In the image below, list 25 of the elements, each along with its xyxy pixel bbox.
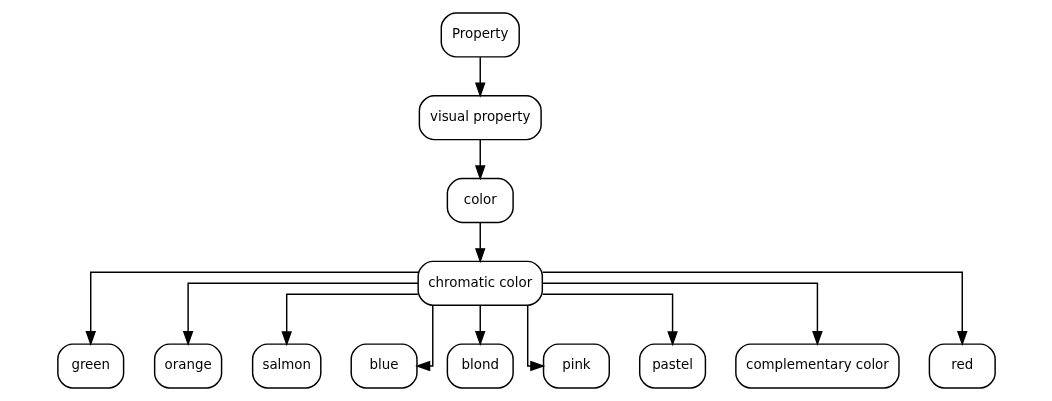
node-box: orange xyxy=(153,343,222,389)
node-box: complementary color xyxy=(734,343,900,389)
arrow xyxy=(474,139,486,181)
arrow xyxy=(541,271,968,347)
arrow xyxy=(526,304,545,372)
node-box: color xyxy=(446,177,514,224)
node-box: salmon xyxy=(251,343,322,389)
arrow xyxy=(280,293,419,347)
arrow xyxy=(541,293,678,347)
arrow xyxy=(84,271,419,347)
arrow xyxy=(474,221,486,264)
arrow xyxy=(474,304,486,346)
node-box: Property xyxy=(440,12,520,58)
node-box: visual property xyxy=(418,95,542,141)
arrow xyxy=(414,304,433,372)
node-box: pink xyxy=(542,343,610,389)
node-box: red xyxy=(928,343,996,389)
node-box: green xyxy=(56,343,124,389)
node-box: blue xyxy=(350,343,418,389)
node-box: chromatic color xyxy=(416,260,543,306)
node-box: pastel xyxy=(638,343,706,389)
arrow xyxy=(541,282,823,347)
node-box: blond xyxy=(446,343,514,389)
arrow xyxy=(182,282,419,347)
arrow xyxy=(474,56,486,98)
